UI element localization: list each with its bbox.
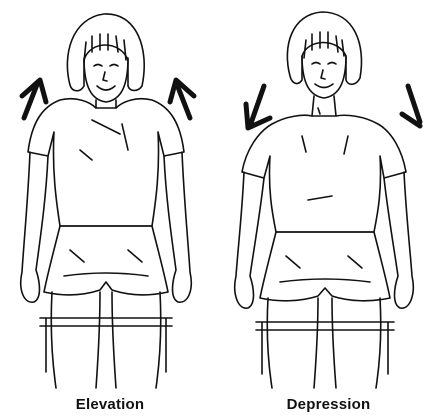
caption-depression: Depression bbox=[222, 396, 425, 413]
depression-figure: Depression bbox=[212, 0, 425, 420]
chair bbox=[40, 318, 172, 372]
right-arm bbox=[164, 152, 191, 302]
shorts bbox=[260, 232, 390, 301]
left-arm bbox=[21, 152, 48, 302]
arrow-up-icon bbox=[170, 80, 194, 118]
hair bbox=[67, 14, 144, 91]
shirt bbox=[28, 99, 184, 226]
legs bbox=[267, 298, 381, 388]
hair bbox=[287, 12, 361, 84]
elevation-figure: Elevation bbox=[0, 0, 212, 420]
depression-illustration bbox=[212, 0, 425, 395]
shirt bbox=[242, 115, 406, 232]
arrow-down-icon bbox=[246, 86, 270, 128]
shorts bbox=[44, 226, 168, 295]
arrow-down-icon bbox=[402, 86, 420, 126]
caption-elevation: Elevation bbox=[4, 396, 216, 413]
elevation-illustration bbox=[0, 0, 212, 395]
legs bbox=[51, 292, 161, 388]
face bbox=[302, 56, 346, 98]
chair bbox=[256, 322, 394, 374]
left-arm bbox=[235, 172, 264, 308]
